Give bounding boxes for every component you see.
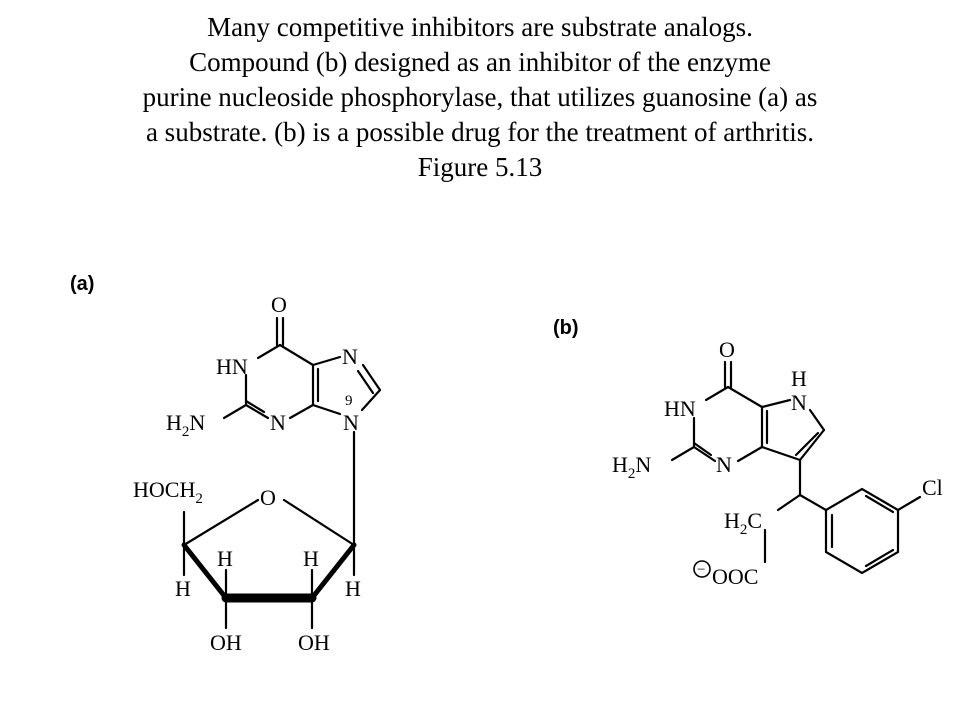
b-atom-h2n-n: N: [635, 452, 651, 477]
svg-text:HOCH2: HOCH2: [133, 477, 203, 507]
a-atom-n9: N: [343, 410, 359, 435]
b-bond-c6-c5: [726, 385, 764, 409]
caption-line-1: Many competitive inhibitors are substrat…: [207, 12, 753, 42]
b-atom-h2c-h: H: [724, 508, 740, 533]
a-bond-c8-n9: [360, 388, 382, 412]
a-bond-n9-c4: [311, 403, 342, 416]
svg-text:H2N: H2N: [612, 452, 651, 482]
a-atom-h-c3prime: H: [217, 546, 233, 571]
caption-line-5-figure-number: Figure 5.13: [417, 152, 543, 182]
b-bond-c4-n3: [736, 445, 764, 463]
a-locant-9: 9: [345, 393, 353, 409]
b-bond-phenyl-cl: [896, 495, 922, 512]
a-bond-n7-c8: [361, 363, 382, 392]
b-bond-ch-c: [798, 428, 826, 462]
b-atom-ooc: OOC: [712, 564, 758, 589]
panel-label-b: (b): [553, 317, 579, 339]
svg-text:H2N: H2N: [166, 410, 205, 440]
a-bond-n7-c8-double: [356, 369, 375, 395]
b-atom-hn: HN: [664, 396, 696, 421]
a-atom-h-c4prime: H: [175, 576, 191, 601]
a-atom-n3: N: [270, 410, 286, 435]
b-phenyl-double-3: [864, 548, 895, 568]
b-bond-c2-nh2: [670, 445, 696, 462]
a-atom-hn: HN: [216, 354, 248, 379]
a-atom-h2n-n: N: [189, 410, 205, 435]
b-bond-c5-n: [760, 398, 792, 409]
structure-b-inhibitor: [670, 360, 922, 575]
a-bond-o4prime-c4prime: [182, 498, 260, 547]
b-atom-h2c-c: C: [747, 508, 762, 533]
b-atom-nh-h: H: [791, 366, 807, 391]
a-bond-c4prime-c3prime-wedge: [181, 542, 229, 601]
b-bond-n1-c6: [704, 385, 730, 402]
b-bond-ch-ch2: [776, 493, 802, 512]
a-bond-c1prime-o4prime: [282, 498, 356, 547]
b-atom-n3: N: [716, 452, 732, 477]
a-bond-c6-c5: [278, 343, 315, 367]
b-negative-charge-sign: −: [697, 562, 705, 578]
b-atom-cl: Cl: [922, 475, 943, 500]
b-bond-n-ch: [808, 408, 826, 432]
a-atom-oh-c3prime: OH: [210, 630, 242, 655]
a-bond-n1-c6: [256, 343, 282, 360]
a-bond-n3-c2: [244, 403, 270, 420]
a-atom-h-c1prime: H: [345, 576, 361, 601]
a-bond-c4-n3: [288, 403, 315, 420]
b-atom-o-carbonyl: O: [719, 337, 735, 362]
b-negative-charge-circle: [693, 560, 711, 578]
a-atom-n7: N: [342, 344, 358, 369]
a-bond-c2-nh2: [222, 403, 248, 420]
a-atom-o-ring: O: [260, 485, 276, 510]
a-atom-h2n-h: H: [166, 410, 182, 435]
caption-line-3: purine nucleoside phosphorylase, that ut…: [142, 82, 818, 112]
caption-line-4: a substrate. (b) is a possible drug for …: [145, 117, 815, 147]
caption-line-2: Compound (b) designed as an inhibitor of…: [189, 47, 771, 77]
b-bond-c-c4: [760, 445, 802, 462]
svg-text:H2C: H2C: [724, 508, 762, 538]
structure-a-guanosine: [181, 316, 382, 630]
b-atom-h2n-h: H: [612, 452, 628, 477]
a-bond-n3-c2-double: [244, 399, 266, 414]
panel-label-a: (a): [70, 273, 94, 295]
b-phenyl-ring: [824, 487, 900, 575]
a-bond-c5-n7: [311, 355, 342, 367]
b-phenyl-double-2: [864, 494, 895, 514]
figure-caption: Many competitive inhibitors are substrat…: [0, 10, 960, 185]
a-atom-hoch2: HOCH: [133, 477, 195, 502]
b-bond-ch-phenyl: [798, 493, 828, 512]
b-bond-n3-c2: [692, 445, 717, 463]
a-atom-o-carbonyl: O: [271, 292, 287, 317]
b-atom-nh-n: N: [791, 390, 807, 415]
b-bond-ch-c-double: [794, 431, 820, 457]
a-atom-h-c2prime: H: [303, 546, 319, 571]
b-bond-n3-c2-double: [692, 441, 713, 457]
a-bond-c1prime-c2prime-wedge: [309, 542, 357, 601]
a-atom-oh-c2prime: OH: [298, 630, 330, 655]
